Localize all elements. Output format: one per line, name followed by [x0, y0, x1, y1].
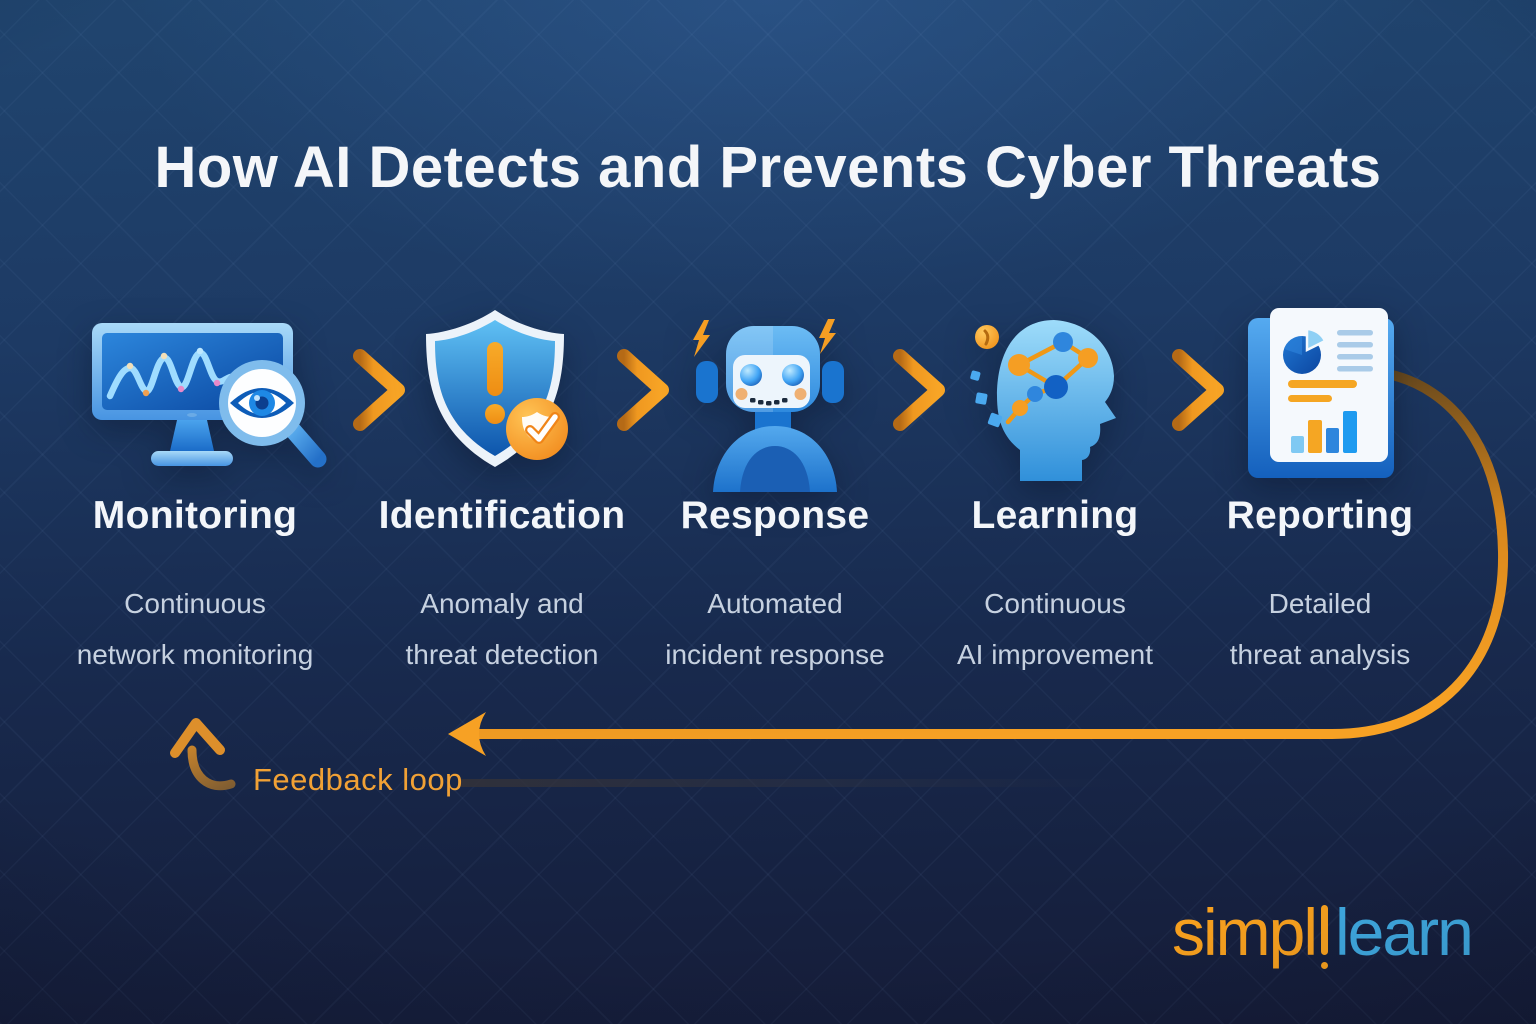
robot-icon	[693, 319, 844, 492]
logo-text-learn: learn	[1335, 895, 1474, 969]
flow-arrow-right-icon	[578, 349, 669, 431]
page-title: How AI Detects and Prevents Cyber Threat…	[154, 135, 1382, 200]
stage-learning: Learning Continuous AI improvement	[890, 494, 1220, 680]
stage-title: Identification	[378, 494, 626, 537]
stage-identification: Identification Anomaly and threat detect…	[337, 494, 667, 680]
stage-title: Reporting	[1226, 494, 1414, 537]
feedback-shadow-line	[458, 779, 1118, 787]
logo-text-simpl: simpl	[1172, 895, 1318, 969]
stage-description: Continuous AI improvement	[956, 588, 1154, 670]
stage-description: Automated incident response	[665, 588, 885, 670]
stage-description: Continuous network monitoring	[76, 588, 314, 670]
stage-title: Learning	[971, 494, 1139, 537]
flow-arrow-right-icon	[1133, 349, 1224, 431]
flow-arrow-right-icon	[314, 349, 405, 431]
flow-arrow-right-icon	[854, 349, 945, 431]
feedback-loop-label: Feedback loop	[253, 762, 463, 797]
logo-i-mark-icon	[1321, 905, 1329, 969]
stage-title: Monitoring	[92, 494, 298, 537]
stage-monitoring: Monitoring Continuous network monitoring	[30, 494, 360, 680]
monitor-magnifier-icon	[92, 323, 327, 468]
stage-description: Detailed threat analysis	[1229, 588, 1411, 670]
stage-reporting: Reporting Detailed threat analysis	[1155, 494, 1485, 680]
ai-head-icon	[970, 320, 1116, 481]
stage-response: Response Automated incident response	[610, 494, 940, 680]
stage-title: Response	[680, 494, 870, 537]
report-document-icon	[1248, 308, 1394, 478]
shield-alert-icon	[426, 310, 568, 467]
stage-description: Anomaly and threat detection	[405, 588, 599, 670]
